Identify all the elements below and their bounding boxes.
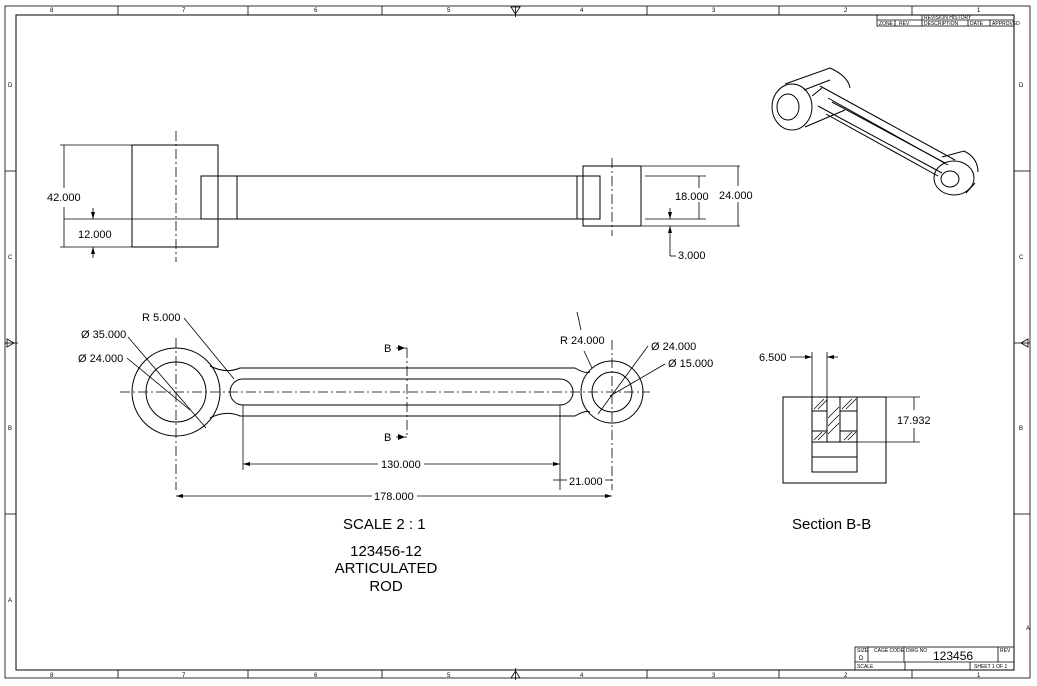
section-label: Section B-B (792, 516, 871, 533)
section-view: 6.500 17.932 Section B-B (759, 352, 931, 533)
dim-section-height: 17.932 (897, 415, 931, 427)
dim-offset: 3.000 (678, 250, 706, 262)
scale-note: SCALE 2 : 1 (343, 516, 426, 533)
sheet-frame (4, 5, 1031, 679)
zone-col-3-top: 3 (712, 8, 716, 14)
zone-col-2-top: 2 (844, 8, 848, 14)
zone-col-6-bottom: 6 (314, 673, 318, 679)
front-view: 42.000 12.000 18.000 24.000 3.000 (47, 131, 753, 262)
zone-col-6-top: 6 (314, 8, 318, 14)
title-dwg-number: 123456 (933, 649, 973, 663)
zone-row-a-left: A (8, 598, 12, 604)
zone-col-4-bottom: 4 (580, 673, 584, 679)
dim-radius-large: R 24.000 (560, 335, 605, 347)
zone-col-2-bottom: 2 (844, 673, 848, 679)
zone-row-b-left: B (8, 426, 12, 432)
dim-dia-big-outer: Ø 35.000 (81, 329, 126, 341)
dim-height-total: 42.000 (47, 192, 81, 204)
zone-col-8-top: 8 (50, 8, 54, 14)
dim-boss-outer: 24.000 (719, 190, 753, 202)
zone-row-b-right: B (1019, 426, 1023, 432)
zone-col-4-top: 4 (580, 8, 584, 14)
title-sheet-label: SHEET 1 OF 1 (974, 664, 1007, 670)
dim-end-length: 21.000 (569, 476, 603, 488)
drawing-notes: SCALE 2 : 1 123456-12 ARTICULATED ROD (335, 516, 438, 595)
zone-col-7-bottom: 7 (182, 673, 186, 679)
dim-height-lower: 12.000 (78, 229, 112, 241)
part-number: 123456-12 (350, 543, 422, 560)
zone-labels: 8 7 6 5 4 3 2 1 8 7 6 5 4 3 2 1 D C B A … (8, 8, 1030, 679)
dim-boss-inner: 18.000 (675, 191, 709, 203)
zone-col-1-top: 1 (977, 8, 981, 14)
revision-title: REVISION HISTORY (924, 15, 972, 21)
zone-col-5-top: 5 (447, 8, 451, 14)
part-name-line-1: ARTICULATED (335, 560, 438, 577)
part-name-line-2: ROD (369, 578, 403, 595)
revision-block: REVISION HISTORY ZONE REV DESCRIPTION DA… (876, 14, 1020, 27)
isometric-view (771, 67, 979, 196)
zone-row-a-right: A (1026, 626, 1030, 632)
section-marker-bottom: B (384, 432, 391, 444)
dim-radius-small: R 5.000 (142, 312, 181, 324)
zone-ticks (5, 6, 1030, 680)
title-size-label: SIZE (857, 648, 869, 654)
zone-row-c-left: C (8, 255, 13, 261)
revision-rev-header: REV (899, 21, 910, 27)
section-marker-top: B (384, 343, 391, 355)
dim-overall-length: 178.000 (374, 491, 414, 503)
dim-slot-length: 130.000 (381, 459, 421, 471)
revision-zone-header: ZONE (879, 21, 894, 27)
title-size-value: D (859, 656, 864, 662)
zone-col-1-bottom: 1 (977, 673, 981, 679)
revision-description-header: DESCRIPTION (924, 21, 959, 27)
dim-dia-big-inner: Ø 24.000 (78, 353, 123, 365)
zone-col-3-bottom: 3 (712, 673, 716, 679)
zone-row-c-right: C (1019, 255, 1024, 261)
title-block: SIZE D CAGE CODE DWG NO 123456 REV SCALE… (854, 646, 1015, 671)
revision-date-header: DATE (970, 21, 984, 27)
zone-row-d-right: D (1019, 83, 1024, 89)
title-rev-label: REV (1000, 648, 1011, 654)
zone-col-8-bottom: 8 (50, 673, 54, 679)
revision-approved-header: APPROVED (992, 21, 1020, 27)
dim-dia-small-outer: Ø 24.000 (651, 341, 696, 353)
title-dwg-label: DWG NO (906, 648, 927, 654)
dim-section-width: 6.500 (759, 352, 787, 364)
title-scale-label: SCALE (857, 664, 874, 670)
zone-col-5-bottom: 5 (447, 673, 451, 679)
zone-col-7-top: 7 (182, 8, 186, 14)
zone-row-d-left: D (8, 83, 13, 89)
title-cage-label: CAGE CODE (874, 648, 905, 654)
top-view: B B Ø 35.000 Ø 24.000 R 5.000 R 24.000 Ø… (78, 311, 713, 503)
dim-dia-small-inner: Ø 15.000 (668, 358, 713, 370)
